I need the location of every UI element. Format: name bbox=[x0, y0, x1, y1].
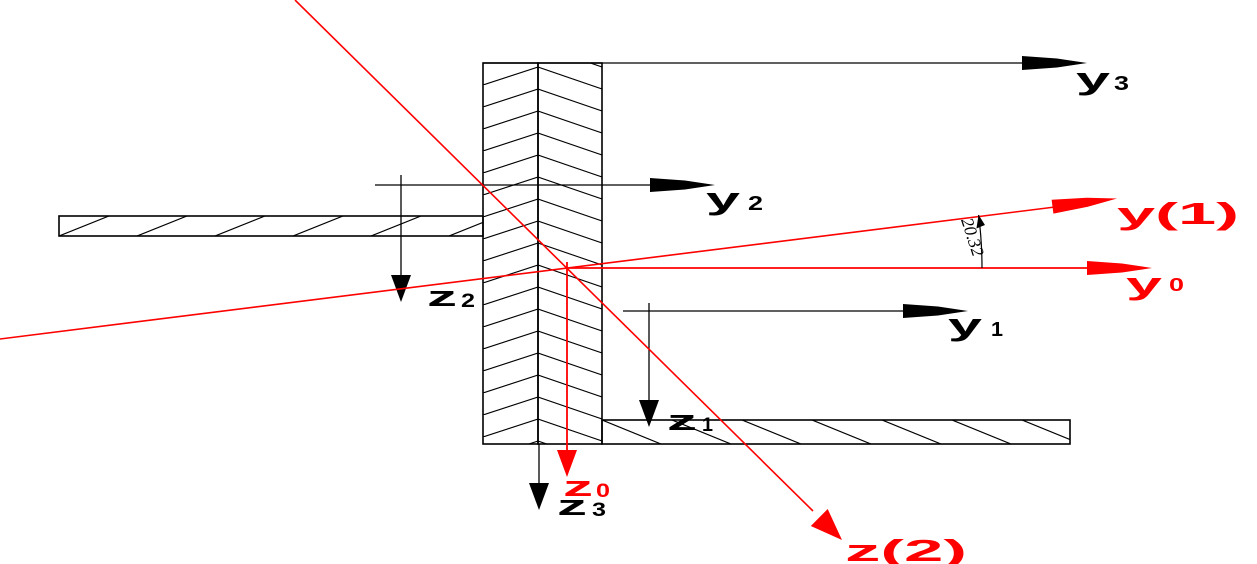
axis-z3-label-subscript: 3 bbox=[592, 500, 606, 521]
axis-z0-label: z bbox=[563, 471, 593, 503]
angle-arc-arrowhead-icon bbox=[976, 214, 985, 229]
axis-y1-label-subscript: 1 bbox=[991, 319, 1003, 341]
axis-y2-label: y bbox=[706, 181, 741, 216]
axis-z0-label-subscript: 0 bbox=[596, 481, 610, 502]
left-flange-plate bbox=[58, 215, 484, 237]
axis-y2-arrowhead-icon bbox=[650, 178, 715, 192]
axis-y1-arrowhead-icon bbox=[903, 304, 968, 318]
bottom-flange-plate bbox=[601, 419, 1071, 445]
axis-z0-arrowhead-icon bbox=[557, 450, 577, 477]
axis-y3-label-subscript: 3 bbox=[1114, 73, 1129, 95]
axis-z3-arrowhead-icon bbox=[529, 483, 549, 510]
axis-z-principal-line bbox=[294, 0, 814, 512]
axis-z3-label: z bbox=[557, 490, 587, 522]
axis-y0-label: y bbox=[1126, 266, 1164, 301]
axis-z1-arrowhead-icon bbox=[639, 400, 659, 427]
axis-y0-arrowhead-icon bbox=[1087, 261, 1152, 275]
web-right-plate bbox=[537, 62, 603, 445]
axis-y-principal-label: y(1) bbox=[1117, 196, 1239, 231]
angle-value: 20.32 bbox=[957, 215, 988, 259]
axis-z1-label: z bbox=[667, 405, 697, 437]
web-left-plate bbox=[482, 62, 539, 445]
axis-y-principal-line bbox=[0, 205, 1064, 340]
axis-z-principal-label: z(2) bbox=[845, 533, 967, 564]
axis-z2-label: z bbox=[427, 281, 457, 313]
axis-y0-label-subscript: 0 bbox=[1169, 275, 1184, 295]
axis-y2-label-subscript: 2 bbox=[748, 193, 763, 215]
axis-z2-label-subscript: 2 bbox=[461, 291, 475, 312]
axis-y1-label: y bbox=[948, 307, 983, 342]
axis-z1-label-subscript: 1 bbox=[702, 415, 713, 436]
axis-y3-label: y bbox=[1076, 61, 1111, 96]
axis-z-principal-arrowhead-icon bbox=[810, 508, 842, 540]
axis-y-principal-arrowhead-icon bbox=[1051, 197, 1117, 214]
axis-y3-arrowhead-icon bbox=[1022, 56, 1087, 70]
